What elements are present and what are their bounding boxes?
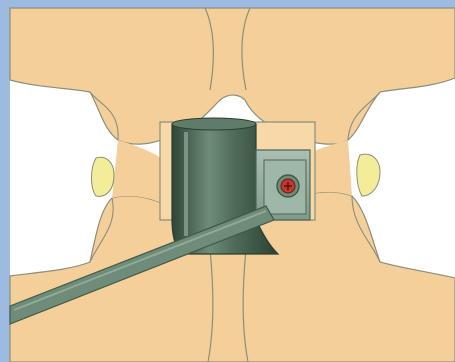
- right-disc: [357, 154, 380, 196]
- left-disc: [92, 157, 115, 196]
